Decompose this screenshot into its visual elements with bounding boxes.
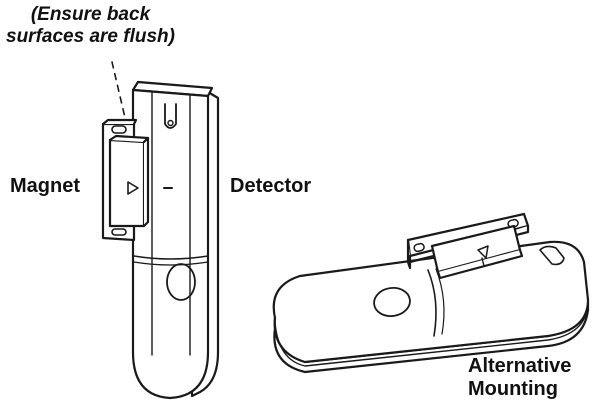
magnet-label: Magnet: [10, 175, 80, 197]
magnet-arrow-icon: [127, 181, 139, 195]
alt-mounting-line1: Alternative: [468, 355, 572, 377]
flush-note-line1: (Ensure back: [30, 4, 151, 25]
flush-note: (Ensure back surfaces are flush): [6, 4, 175, 48]
leader-line: [111, 61, 127, 123]
magnet-horizontal: [406, 212, 530, 280]
detector-vertical: [131, 80, 220, 400]
detector-mount-slot: [164, 103, 177, 129]
detector-seam: [133, 255, 209, 260]
detector-h-oval-button: [373, 287, 411, 317]
detector-oval-button: [166, 263, 196, 301]
alt-mounting-line2: Mounting: [468, 378, 558, 400]
detector-label: Detector: [230, 175, 312, 197]
magnet-body: [108, 138, 146, 228]
detector-front-face: [131, 88, 210, 400]
magnet-vertical: [101, 118, 150, 242]
magnet-h-arrow-icon: [477, 245, 489, 259]
detector-horizontal: [272, 240, 590, 374]
detector-h-mount-slot: [539, 245, 565, 266]
flush-note-line2: surfaces are flush): [6, 25, 175, 47]
detector-h-seam: [427, 269, 437, 337]
detector-h-top-face: [272, 240, 590, 364]
alternative-mounting-label: Alternative Mounting: [468, 355, 571, 401]
